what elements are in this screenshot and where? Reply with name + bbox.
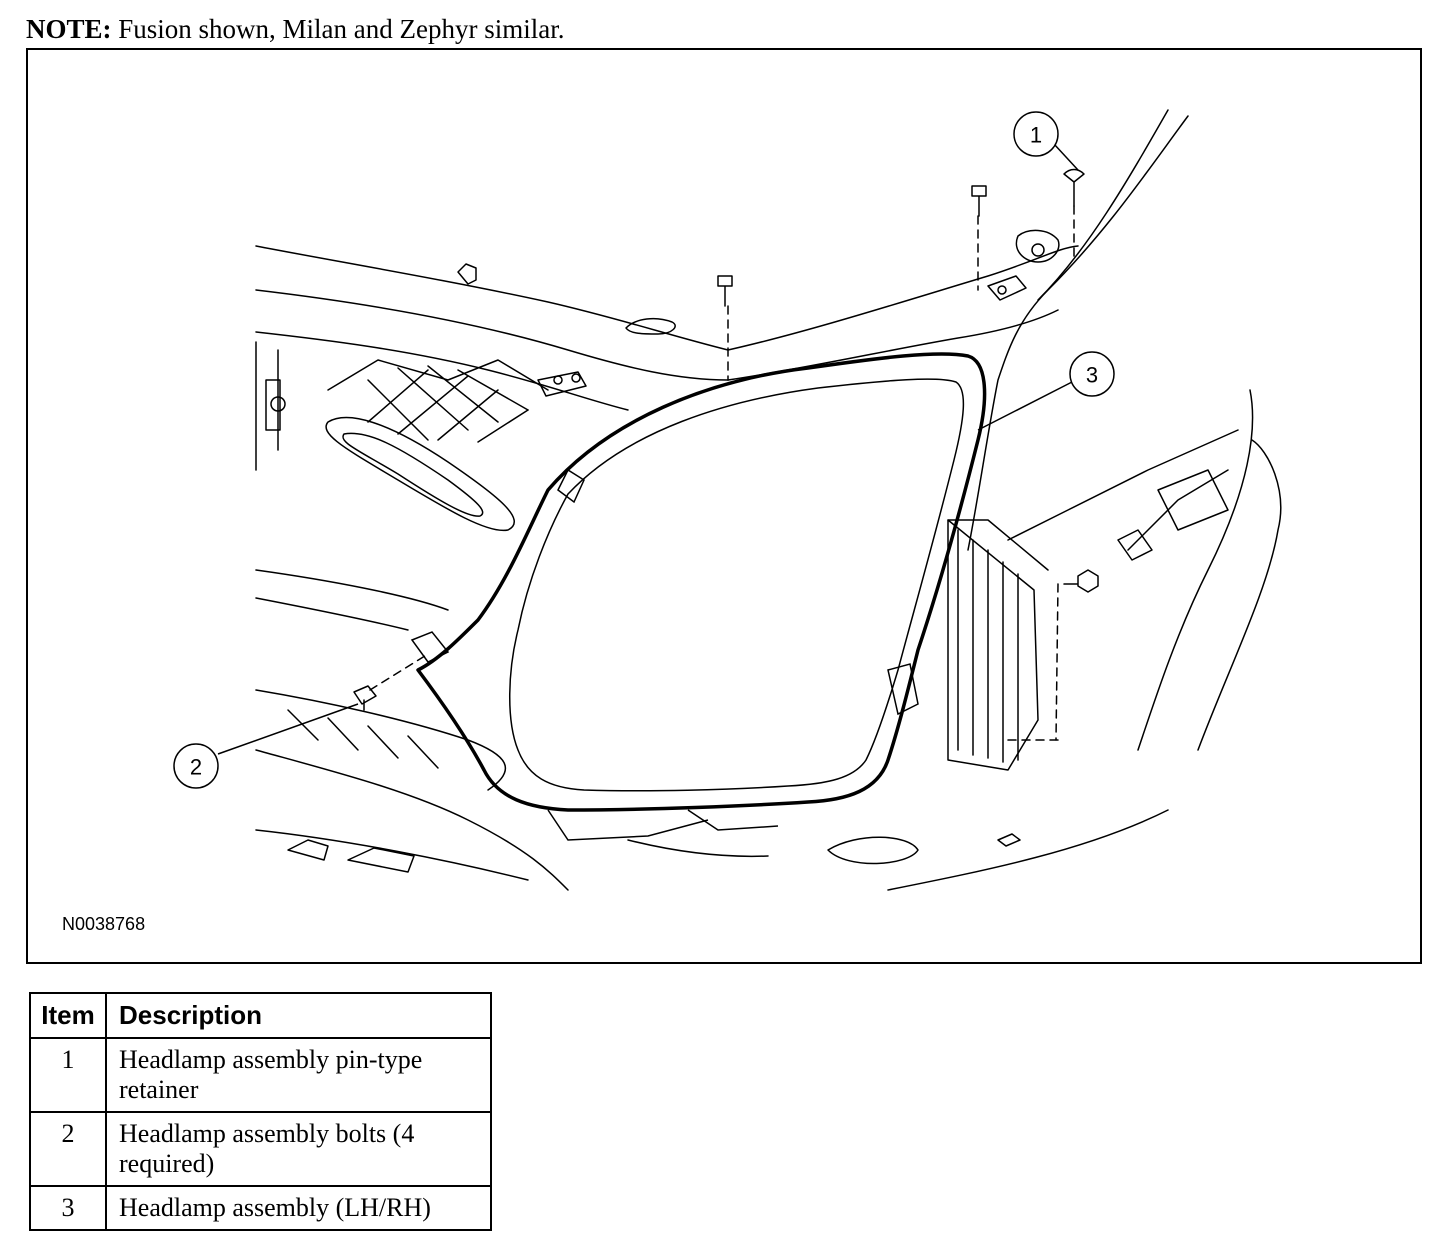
callout-2-label: 2: [190, 755, 202, 780]
figure-id: N0038768: [62, 914, 146, 934]
callout-3-label: 3: [1086, 363, 1098, 388]
table-row: 2 Headlamp assembly bolts (4 required): [29, 1111, 492, 1187]
legend-item-number: 3: [29, 1185, 107, 1231]
legend-header-description: Description: [105, 992, 492, 1039]
headlamp-outline: [416, 352, 987, 812]
illustration-frame: 1 3 2 N0038768: [26, 48, 1422, 964]
callout-1-circle: [1013, 111, 1059, 157]
callout-3-circle: [1069, 351, 1115, 397]
legend-item-number: 1: [29, 1037, 107, 1113]
legend-item-description: Headlamp assembly pin-type retainer: [105, 1037, 492, 1113]
headlamp-illustration: 1 3 2: [173, 109, 1282, 891]
table-row: 1 Headlamp assembly pin-type retainer: [29, 1037, 492, 1113]
note-label: NOTE:: [26, 14, 112, 44]
legend-table: Item Description 1 Headlamp assembly pin…: [29, 992, 492, 1231]
legend-header-item: Item: [29, 992, 107, 1039]
table-row: 3 Headlamp assembly (LH/RH): [29, 1185, 492, 1231]
note-line: NOTE: Fusion shown, Milan and Zephyr sim…: [26, 12, 565, 46]
legend-item-description: Headlamp assembly (LH/RH): [105, 1185, 492, 1231]
legend-item-number: 2: [29, 1111, 107, 1187]
callout-1-label: 1: [1030, 123, 1042, 148]
callout-2-circle: [173, 743, 219, 789]
legend-item-description: Headlamp assembly bolts (4 required): [105, 1111, 492, 1187]
note-text: Fusion shown, Milan and Zephyr similar.: [118, 14, 565, 44]
legend-header-row: Item Description: [29, 992, 492, 1039]
